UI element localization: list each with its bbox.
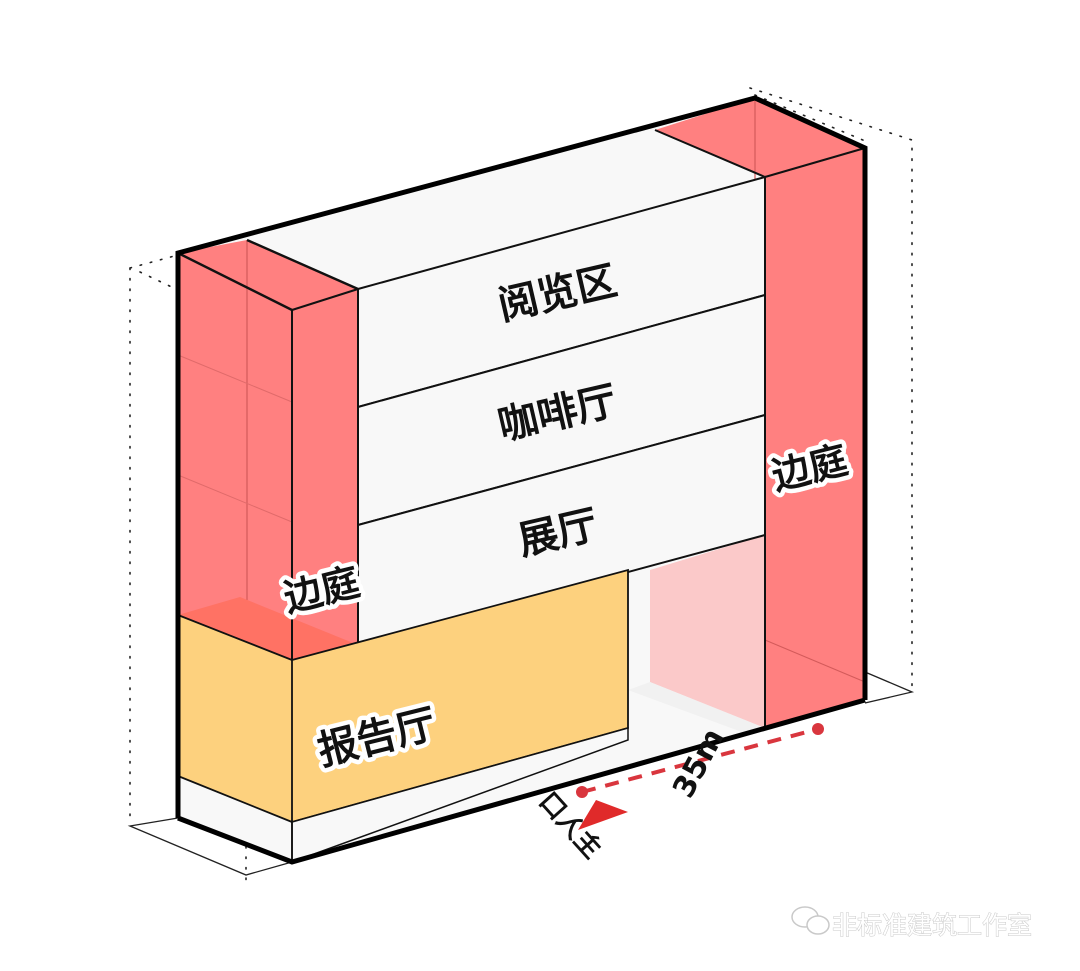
entrance-label: 主入口 bbox=[533, 787, 607, 865]
atrium-right-ghost-floor bbox=[628, 682, 765, 735]
atrium-right bbox=[654, 98, 866, 728]
watermark: 非标准建筑工作室 bbox=[791, 906, 1033, 941]
entrance-arrow-icon bbox=[578, 800, 628, 830]
auditorium-volume bbox=[177, 568, 629, 824]
wechat-icon bbox=[791, 906, 830, 935]
atrium-left bbox=[177, 238, 359, 660]
watermark-text: 非标准建筑工作室 bbox=[832, 911, 1032, 940]
floor-exhibition bbox=[357, 413, 766, 647]
roof-plane bbox=[247, 130, 765, 289]
atrium-right-ghost-volume bbox=[650, 535, 765, 728]
floor-stack bbox=[357, 175, 766, 647]
building-outer-frame bbox=[175, 95, 868, 865]
main-entrance-marker: 主入口 bbox=[533, 787, 628, 865]
